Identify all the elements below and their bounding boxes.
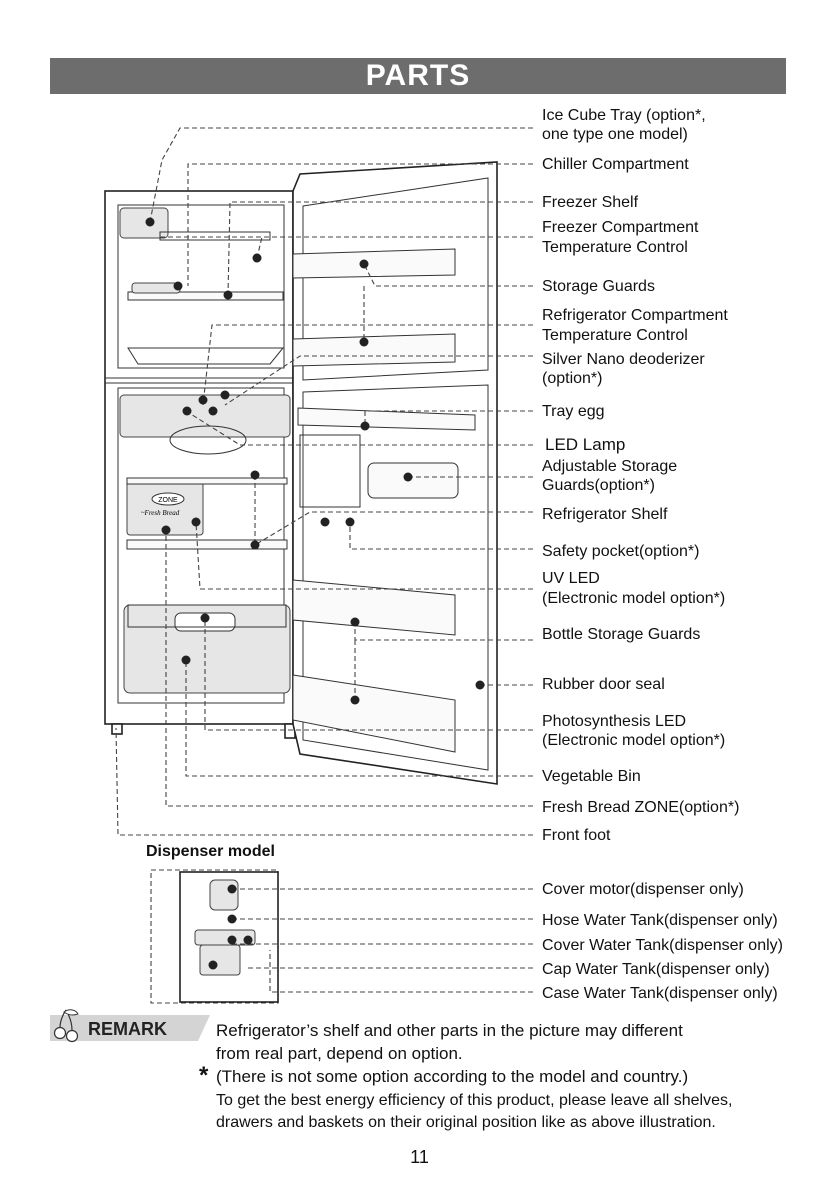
label-refrigerator-shelf: Refrigerator Shelf <box>542 506 668 523</box>
page-number: 11 <box>410 1147 429 1167</box>
label-freezer-temp-1: Freezer Compartment <box>542 219 699 236</box>
label-uv-led-2: (Electronic model option*) <box>542 590 726 607</box>
remark-line-3: (There is not some option according to t… <box>216 1067 689 1086</box>
remark-line-5: drawers and baskets on their original po… <box>216 1114 716 1131</box>
label-storage-guards: Storage Guards <box>542 278 655 295</box>
label-uv-led-1: UV LED <box>542 570 600 587</box>
dispenser-model-title: Dispenser model <box>146 843 275 860</box>
label-photosynthesis-1: Photosynthesis LED <box>542 713 687 730</box>
cherry-icon <box>53 1009 79 1043</box>
label-led-lamp: LED Lamp <box>545 435 626 454</box>
label-front-foot: Front foot <box>542 827 611 844</box>
label-tray-egg: Tray egg <box>542 403 605 420</box>
leader-lines <box>115 127 533 993</box>
fridge-door <box>292 161 498 785</box>
label-cap-tank: Cap Water Tank(dispenser only) <box>542 961 770 978</box>
remark-line-1: Refrigerator’s shelf and other parts in … <box>216 1021 683 1040</box>
label-cover-motor: Cover motor(dispenser only) <box>542 881 744 898</box>
label-fresh-bread: Fresh Bread ZONE(option*) <box>542 799 740 816</box>
zone-badge-text: ZONE <box>158 497 178 504</box>
label-vegetable-bin: Vegetable Bin <box>542 768 641 785</box>
label-cover-tank: Cover Water Tank(dispenser only) <box>542 937 783 954</box>
remark-badge <box>50 1015 210 1041</box>
label-adjustable-2: Guards(option*) <box>542 477 655 494</box>
label-bottle-storage: Bottle Storage Guards <box>542 626 701 643</box>
remark-line-2: from real part, depend on option. <box>216 1044 463 1063</box>
label-ice-cube-tray-1: Ice Cube Tray (option*, <box>542 107 706 124</box>
label-case-tank: Case Water Tank(dispenser only) <box>542 985 778 1002</box>
remark-line-4: To get the best energy efficiency of thi… <box>216 1092 733 1109</box>
label-safety-pocket: Safety pocket(option*) <box>542 543 700 560</box>
label-hose-tank: Hose Water Tank(dispenser only) <box>542 912 778 929</box>
label-photosynthesis-2: (Electronic model option*) <box>542 732 726 749</box>
fresh-bread-tag-text: ~Fresh Bread <box>141 509 180 517</box>
remark-label: REMARK <box>88 1019 167 1039</box>
label-fridge-temp-2: Temperature Control <box>542 327 688 344</box>
fridge-cabinet: ZONE ~Fresh Bread <box>104 190 296 739</box>
label-fridge-temp-1: Refrigerator Compartment <box>542 307 728 324</box>
label-freezer-shelf: Freezer Shelf <box>542 194 639 211</box>
label-chiller-compartment: Chiller Compartment <box>542 156 689 173</box>
label-silver-nano-2: (option*) <box>542 370 603 387</box>
label-silver-nano-1: Silver Nano deoderizer <box>542 351 705 368</box>
label-adjustable-1: Adjustable Storage <box>542 458 678 475</box>
label-ice-cube-tray-2: one type one model) <box>542 126 688 143</box>
label-rubber-seal: Rubber door seal <box>542 676 665 693</box>
label-freezer-temp-2: Temperature Control <box>542 239 688 256</box>
dispenser-inset <box>150 869 279 1004</box>
page-title: PARTS <box>50 58 786 94</box>
asterisk-mark: * <box>199 1062 209 1089</box>
callout-dots <box>145 217 485 970</box>
